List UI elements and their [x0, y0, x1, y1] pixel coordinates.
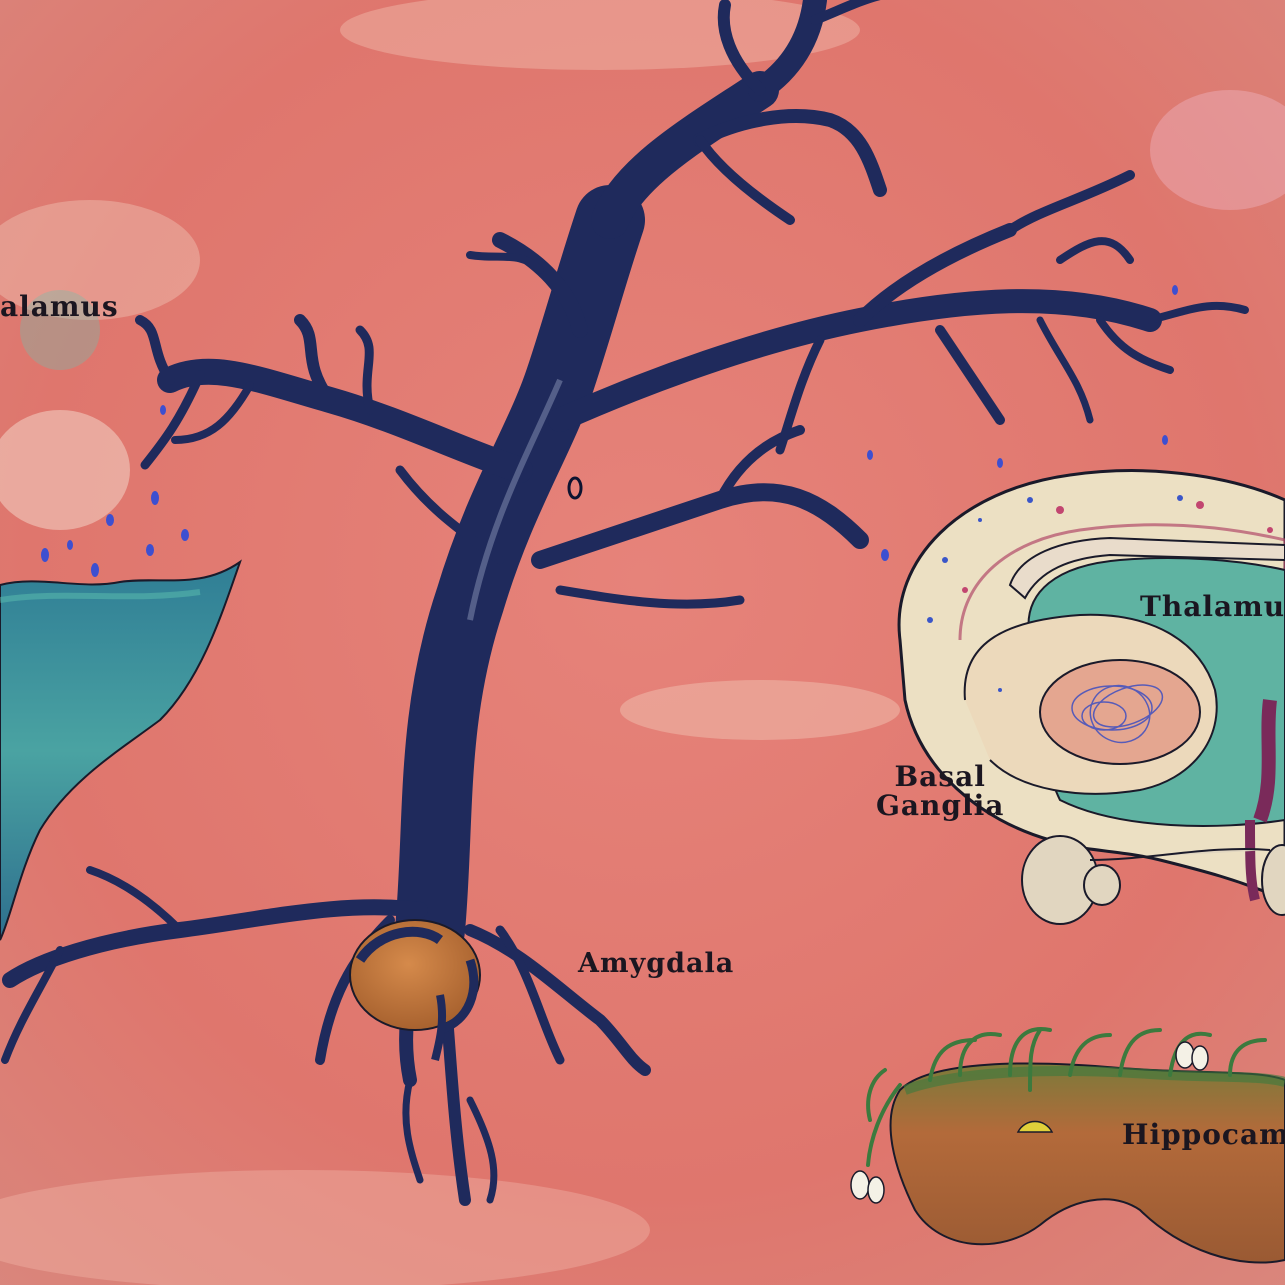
hypothalamus-label: alamus	[0, 290, 119, 323]
basal-ganglia-label: Basal Ganglia	[876, 762, 1004, 821]
hippocampus-label: Hippocampu	[1122, 1118, 1285, 1151]
hippocampus	[850, 1027, 1285, 1264]
amygdala	[349, 919, 481, 1061]
thalamus-label: Thalamus	[1140, 590, 1285, 623]
basal-ganglia-label-line1: Basal	[894, 760, 986, 793]
brain-section	[897, 469, 1285, 925]
hypothalamus-basin	[0, 290, 242, 941]
pale-wash	[620, 680, 900, 740]
basal-ganglia-label-line2: Ganglia	[876, 789, 1005, 823]
pale-wash	[0, 410, 130, 530]
pale-wash	[1150, 90, 1285, 210]
amygdala-label: Amygdala	[578, 948, 735, 979]
blue-drips	[41, 285, 1178, 577]
pale-wash	[0, 200, 200, 320]
